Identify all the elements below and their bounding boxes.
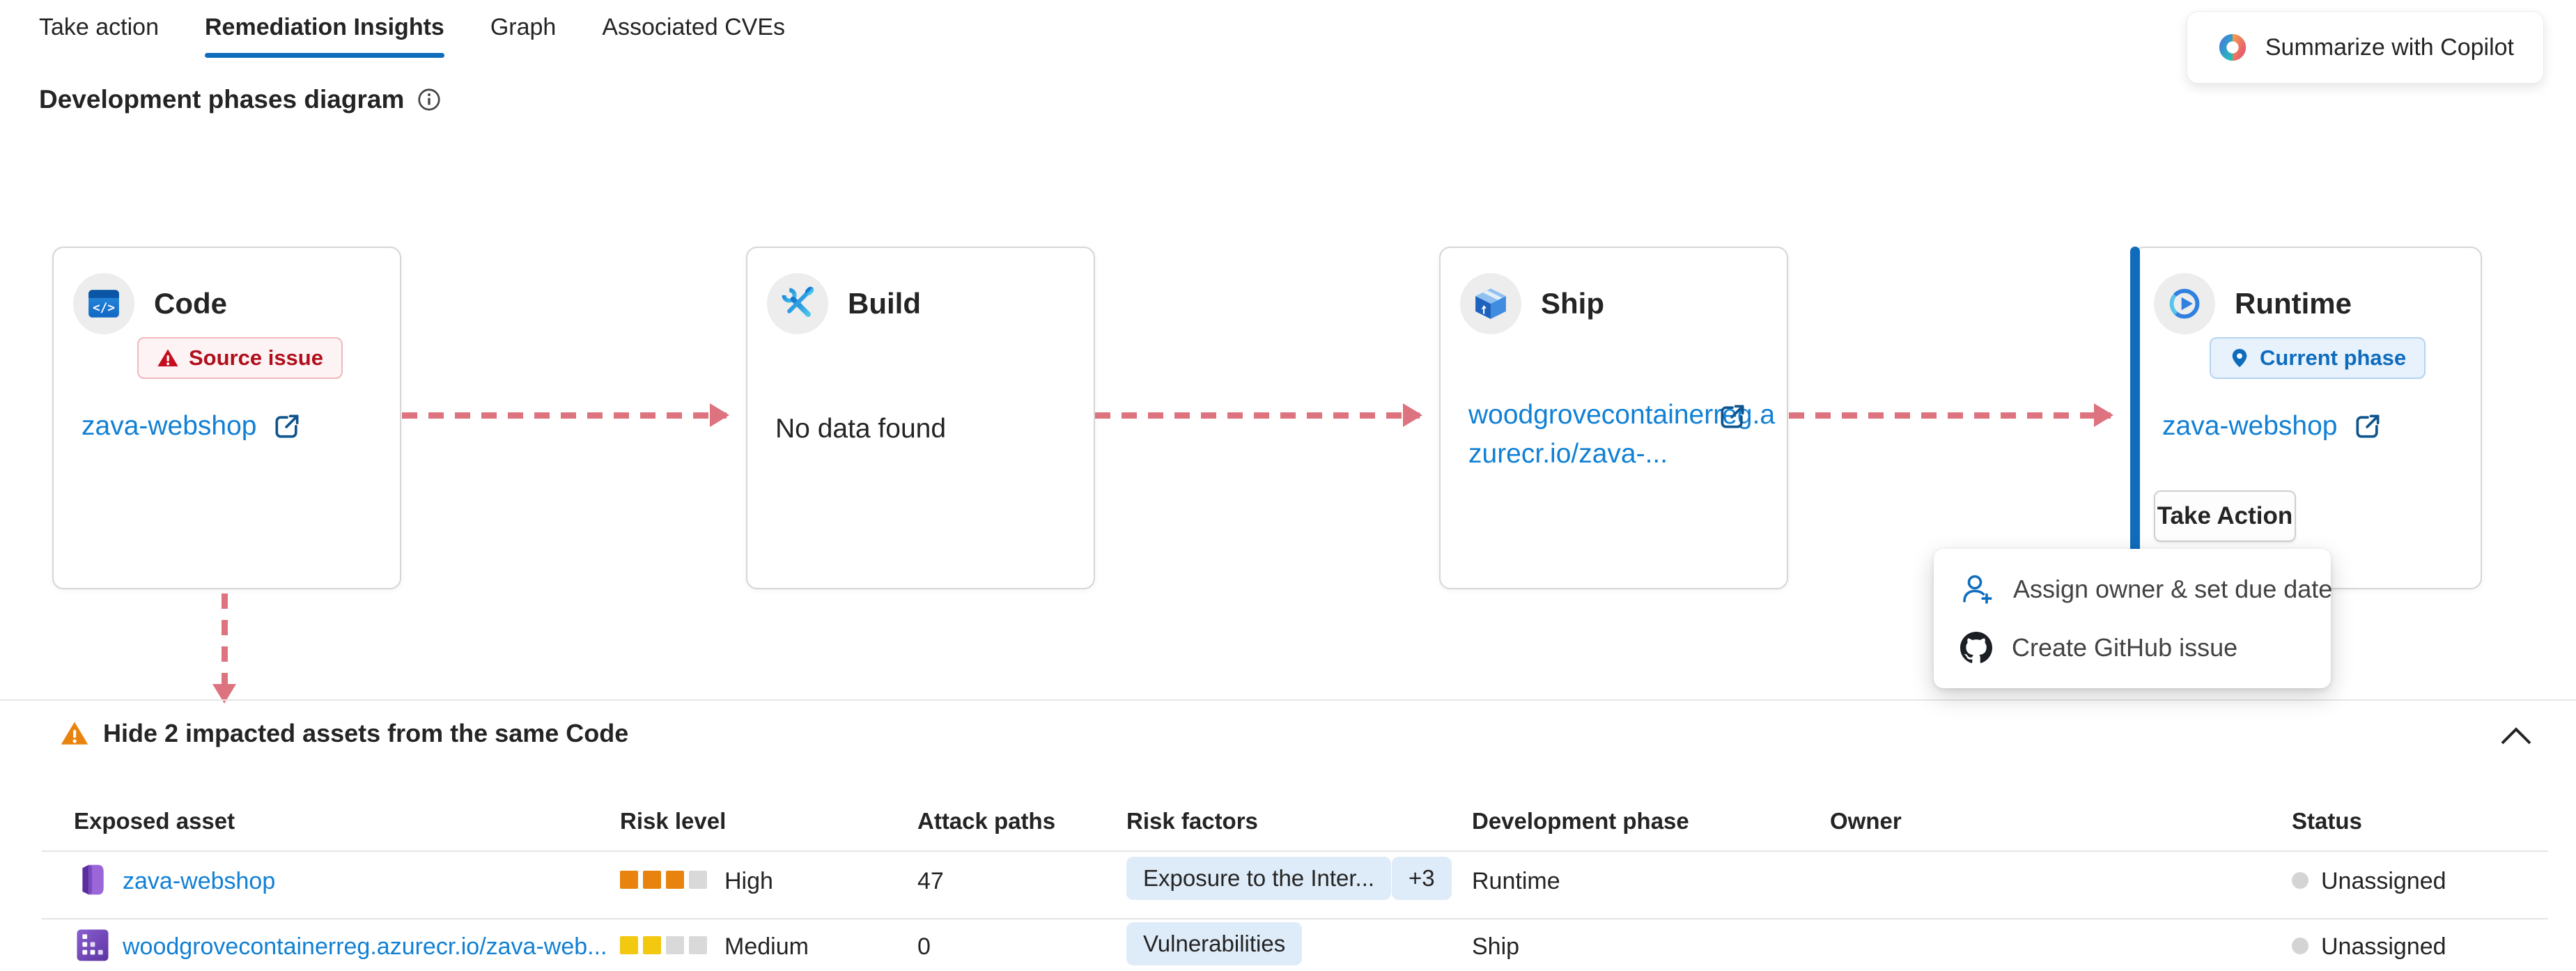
- asset-link[interactable]: zava-webshop: [123, 868, 276, 894]
- menu-item-label: Create GitHub issue: [2012, 633, 2238, 662]
- phase-title: Build: [848, 287, 921, 320]
- risk-factor-more-chip[interactable]: +3: [1392, 857, 1452, 900]
- phase-card-code: </> Code Source issue zava-webshop: [52, 247, 401, 589]
- tab-remediation-insights[interactable]: Remediation Insights: [205, 14, 444, 58]
- svg-text:</>: </>: [93, 301, 115, 315]
- runtime-asset-link[interactable]: zava-webshop: [2162, 411, 2338, 441]
- risk-level-label: Medium: [724, 933, 809, 960]
- tab-graph[interactable]: Graph: [490, 14, 557, 40]
- build-icon: [767, 273, 828, 334]
- runtime-asset-link-row: zava-webshop: [2162, 407, 2383, 446]
- phase-title: Runtime: [2235, 287, 2352, 320]
- container-app-icon: [74, 861, 111, 899]
- risk-factor-chip: Exposure to the Inter...: [1126, 857, 1392, 900]
- risk-factor-chip: Vulnerabilities: [1126, 922, 1303, 965]
- attack-paths-count: 0: [917, 933, 931, 960]
- column-header-risk-level[interactable]: Risk level: [620, 808, 727, 834]
- risk-level-meter: [620, 936, 707, 954]
- phase-title: Ship: [1541, 287, 1604, 320]
- phase-card-ship: Ship woodgrovecontainerreg.a zurecr.io/z…: [1439, 247, 1788, 589]
- warning-triangle-icon: [157, 347, 179, 369]
- current-phase-badge: Current phase: [2210, 337, 2426, 379]
- build-no-data-text: No data found: [775, 414, 947, 444]
- column-header-risk-factors[interactable]: Risk factors: [1126, 808, 1258, 834]
- status-dot: [2292, 938, 2309, 954]
- status-dot: [2292, 872, 2309, 889]
- location-pin-icon: [2229, 348, 2250, 368]
- tab-associated-cves[interactable]: Associated CVEs: [602, 14, 785, 40]
- development-phase-value: Ship: [1472, 933, 1520, 960]
- copilot-icon: [2217, 31, 2249, 63]
- person-add-icon: [1960, 573, 1994, 606]
- info-icon[interactable]: [417, 87, 442, 112]
- take-action-button[interactable]: Take Action: [2154, 490, 2296, 542]
- ship-icon: [1460, 273, 1521, 334]
- development-phase-value: Runtime: [1472, 868, 1560, 894]
- column-header-owner[interactable]: Owner: [1830, 808, 1902, 834]
- ship-link-line2: zurecr.io/zava-...: [1468, 439, 1668, 469]
- menu-item-create-github-issue[interactable]: Create GitHub issue: [1934, 619, 2331, 677]
- source-issue-badge: Source issue: [137, 337, 343, 379]
- table-header-divider: [42, 850, 2548, 852]
- phase-title: Code: [154, 287, 227, 320]
- tab-take-action[interactable]: Take action: [39, 14, 159, 40]
- code-card-header: </> Code: [73, 273, 227, 334]
- external-link-icon[interactable]: [272, 411, 302, 442]
- page-title: Development phases diagram: [39, 85, 405, 114]
- column-header-development-phase[interactable]: Development phase: [1472, 808, 1689, 834]
- tab-bar: Take action Remediation Insights Graph A…: [39, 14, 785, 58]
- container-registry-icon: [74, 926, 111, 964]
- phase-card-build: Build No data found: [746, 247, 1095, 589]
- code-asset-link-row: zava-webshop: [82, 407, 302, 446]
- risk-level-meter: [620, 871, 707, 889]
- ship-card-header: Ship: [1460, 273, 1604, 334]
- take-action-menu: Assign owner & set due date Create GitHu…: [1934, 549, 2333, 688]
- menu-item-label: Assign owner & set due date: [2013, 575, 2333, 603]
- runtime-card-header: Runtime: [2154, 273, 2352, 334]
- section-divider: [0, 699, 2576, 701]
- current-phase-indicator-bar: [2130, 247, 2140, 589]
- risk-level-label: High: [724, 868, 773, 894]
- warning-triangle-icon: [60, 719, 89, 748]
- chevron-up-icon[interactable]: [2499, 724, 2533, 754]
- copilot-button-label: Summarize with Copilot: [2265, 33, 2514, 61]
- table-row-divider: [42, 918, 2548, 919]
- code-icon: </>: [73, 273, 134, 334]
- asset-link[interactable]: woodgrovecontainerreg.azurecr.io/zava-we…: [123, 933, 607, 960]
- flow-arrow-build-to-ship: [1095, 403, 1422, 427]
- impacted-assets-header: Hide 2 impacted assets from the same Cod…: [103, 719, 629, 747]
- column-header-status[interactable]: Status: [2292, 808, 2362, 834]
- status-value: Unassigned: [2321, 933, 2446, 960]
- menu-item-assign-owner[interactable]: Assign owner & set due date: [1934, 560, 2333, 619]
- external-link-icon[interactable]: [2352, 411, 2383, 442]
- current-phase-badge-label: Current phase: [2260, 345, 2407, 370]
- github-icon: [1960, 632, 1992, 664]
- flow-arrow-code-to-assets: [212, 593, 236, 704]
- flow-arrow-code-to-build: [402, 403, 729, 427]
- attack-paths-count: 47: [917, 868, 944, 894]
- flow-arrow-ship-to-runtime: [1789, 403, 2113, 427]
- column-header-attack-paths[interactable]: Attack paths: [917, 808, 1056, 834]
- build-card-header: Build: [767, 273, 921, 334]
- ship-link-line1: woodgrovecontainerreg.a: [1468, 400, 1776, 430]
- summarize-with-copilot-button[interactable]: Summarize with Copilot: [2186, 11, 2544, 84]
- code-asset-link[interactable]: zava-webshop: [82, 411, 257, 441]
- external-link-icon[interactable]: [1717, 401, 1748, 432]
- ship-asset-link[interactable]: woodgrovecontainerreg.a zurecr.io/zava-.…: [1468, 396, 1776, 474]
- section-title-row: Development phases diagram: [39, 85, 442, 114]
- phase-card-runtime: Runtime Current phase zava-webshop Take …: [2130, 247, 2482, 589]
- status-value: Unassigned: [2321, 868, 2446, 894]
- runtime-icon: [2154, 273, 2215, 334]
- ship-asset-link-row: woodgrovecontainerreg.a zurecr.io/zava-.…: [1468, 396, 1776, 474]
- impacted-assets-toggle[interactable]: Hide 2 impacted assets from the same Cod…: [60, 719, 628, 748]
- source-issue-badge-label: Source issue: [189, 345, 323, 370]
- column-header-exposed-asset[interactable]: Exposed asset: [74, 808, 235, 834]
